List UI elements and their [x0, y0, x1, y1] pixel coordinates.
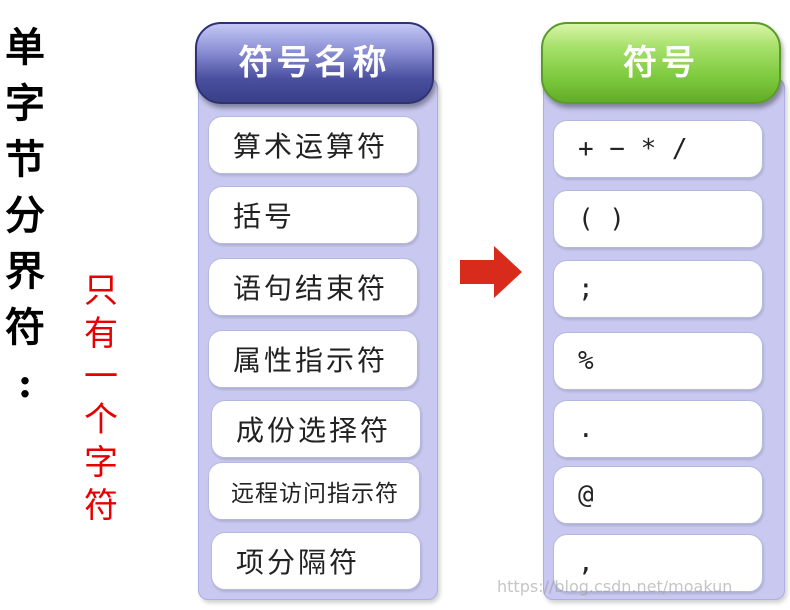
left-title-char: 节: [5, 136, 45, 183]
symbols-header: 符号: [541, 22, 781, 104]
symbol-item-at: @: [553, 466, 763, 524]
left-note-char: 有: [84, 314, 118, 354]
name-item-brackets: 括号: [208, 186, 418, 244]
left-note-char: 字: [84, 443, 118, 483]
names-header: 符号名称: [195, 22, 434, 104]
symbol-item-brackets: ( ): [553, 190, 763, 248]
left-title: 单 字 节 分 界 符 :: [2, 20, 48, 412]
left-note-char: 只: [84, 271, 118, 311]
left-note: 只 有 一 个 字 符: [78, 270, 124, 528]
watermark: https://blog.csdn.net/moakun: [497, 577, 733, 596]
left-title-char: 单: [5, 24, 45, 71]
left-note-char: 个: [84, 400, 118, 440]
name-item-component-select: 成份选择符: [211, 400, 421, 458]
symbol-item-comma: ,: [553, 534, 763, 592]
symbol-item-semicolon: ;: [553, 260, 763, 318]
name-item-separator: 项分隔符: [211, 532, 421, 590]
symbol-item-dot: .: [553, 400, 763, 458]
right-arrow-icon: [460, 246, 522, 298]
left-note-char: 一: [84, 357, 118, 397]
left-title-char: 字: [5, 80, 45, 127]
left-title-char: 分: [5, 192, 45, 239]
name-item-statement-end: 语句结束符: [208, 258, 418, 316]
left-title-char: 符: [5, 304, 45, 351]
name-item-remote-access: 远程访问指示符: [208, 462, 420, 520]
name-item-arithmetic: 算术运算符: [208, 116, 418, 174]
name-item-attribute: 属性指示符: [208, 330, 418, 388]
left-note-char: 符: [84, 486, 118, 526]
left-title-char: 界: [5, 248, 45, 295]
symbol-item-arithmetic: + − * /: [553, 120, 763, 178]
left-title-char: :: [17, 360, 33, 407]
symbol-item-percent: %: [553, 332, 763, 390]
